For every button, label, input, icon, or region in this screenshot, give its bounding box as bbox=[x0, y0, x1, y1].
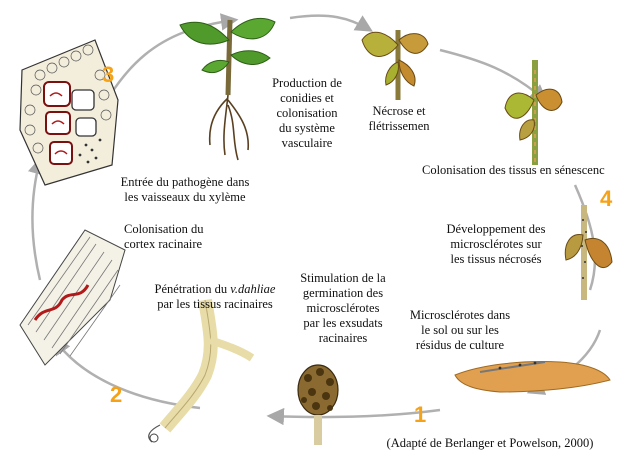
xylem-vessel-cross-section bbox=[19, 39, 119, 186]
soil-crop-residue bbox=[454, 361, 611, 393]
label-stimulation-germination: Stimulation de la germination des micros… bbox=[300, 271, 386, 345]
root-cortex-tissue bbox=[19, 229, 126, 366]
stage-number-4: 4 bbox=[600, 186, 613, 211]
wilting-plant-necrosis bbox=[361, 30, 429, 100]
stage-number-1: 1 bbox=[414, 402, 427, 427]
plant-with-microsclerotes bbox=[564, 205, 613, 300]
label-colonisation-cortex: Colonisation du cortex racinaire bbox=[124, 222, 204, 251]
label-entree-pathogene: Entrée du pathogène dans les vaisseaux d… bbox=[120, 175, 250, 204]
label-production-conidies: Production de conidies et colonisation d… bbox=[272, 76, 342, 150]
source-citation: (Adapté de Berlanger et Powelson, 2000) bbox=[386, 436, 594, 450]
germinating-root bbox=[148, 298, 255, 443]
label-developpement-microsclerotes: Développement des microsclérotes sur les… bbox=[446, 222, 546, 266]
label-colonisation-tissus-senescents: Colonisation des tissus en sénescenc bbox=[422, 163, 605, 177]
stage-number-2: 2 bbox=[110, 382, 123, 407]
label-microsclerotes-sol: Microsclérotes dans le sol ou sur les ré… bbox=[409, 308, 511, 352]
healthy-plant-with-roots bbox=[179, 17, 276, 161]
label-necrose: Nécrose et flétrissemen bbox=[368, 104, 430, 133]
microsclerotia-cluster bbox=[297, 364, 339, 445]
penetration-suffix: par les tissus racinaires bbox=[157, 297, 273, 311]
stage-number-3: 3 bbox=[102, 62, 115, 87]
penetration-prefix: Pénétration du bbox=[154, 282, 231, 296]
senescent-plant-stem bbox=[504, 60, 563, 165]
penetration-italic: v.dahliae bbox=[230, 282, 276, 296]
label-penetration: Pénétration du v.dahliae par les tissus … bbox=[140, 267, 290, 312]
